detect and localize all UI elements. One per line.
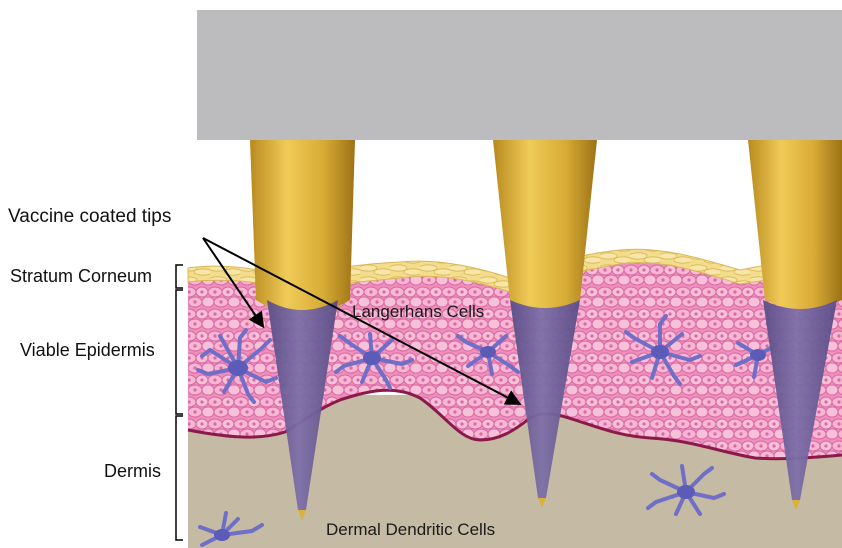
label-stratum-corneum: Stratum Corneum bbox=[10, 266, 152, 287]
stratum-corneum-bracket bbox=[176, 265, 183, 288]
label-dermal-dendritic-cells: Dermal Dendritic Cells bbox=[326, 520, 495, 540]
needle-shaft-2 bbox=[493, 140, 597, 309]
label-dermis: Dermis bbox=[104, 461, 161, 482]
needle-shaft-1 bbox=[250, 140, 355, 315]
label-vaccine-coated-tips: Vaccine coated tips bbox=[8, 206, 171, 228]
label-viable-epidermis: Viable Epidermis bbox=[20, 340, 155, 361]
viable-epidermis-bracket bbox=[176, 290, 183, 414]
dermis-bracket bbox=[176, 416, 183, 540]
layer-brackets bbox=[176, 265, 183, 540]
label-langerhans-cells: Langerhans Cells bbox=[352, 302, 484, 322]
backing-plate bbox=[197, 10, 842, 140]
